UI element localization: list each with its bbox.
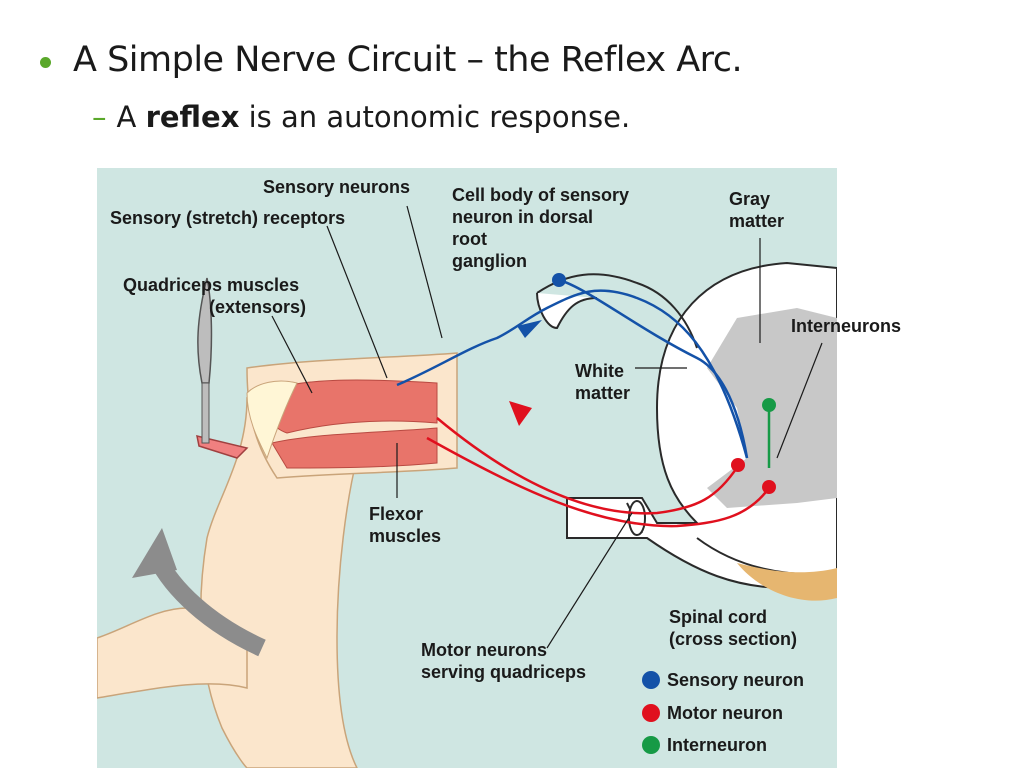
label-stretch-receptors: Sensory (stretch) receptors xyxy=(110,208,345,228)
sub-prefix: A xyxy=(116,100,146,134)
motor-cell-body-b xyxy=(762,480,776,494)
reflex-hammer-icon xyxy=(196,277,249,459)
flexor-muscle xyxy=(271,427,438,469)
label-motor-neurons-2: serving quadriceps xyxy=(421,662,586,682)
bullet-dot-icon xyxy=(40,56,51,68)
legend-dot-sensory xyxy=(642,671,660,689)
motor-neuron-path xyxy=(426,401,776,528)
legend-label-sensory: Sensory neuron xyxy=(667,670,804,690)
label-cell-body-4: ganglion xyxy=(452,251,527,271)
label-cell-body-1: Cell body of sensory xyxy=(452,185,629,205)
label-spinal-cord-2: (cross section) xyxy=(669,629,797,649)
title-bullet: A Simple Nerve Circuit – the Reflex Arc. xyxy=(40,40,743,80)
interneuron-path xyxy=(762,398,776,468)
legend-dots xyxy=(642,671,660,754)
sensory-neuron-path xyxy=(396,273,749,459)
ventral-root-end xyxy=(628,500,646,536)
label-quadriceps-1: Quadriceps muscles xyxy=(123,275,299,295)
legend-dot-motor xyxy=(642,704,660,722)
label-interneurons: Interneurons xyxy=(791,316,902,336)
reflex-arc-figure: Sensory neurons Sensory (stretch) recept… xyxy=(97,168,837,768)
sub-bullet: – A reflex is an autonomic response. xyxy=(92,100,630,134)
label-quadriceps-2: (extensors) xyxy=(209,297,306,317)
leg xyxy=(97,352,458,768)
label-spinal-cord-1: Spinal cord xyxy=(669,607,767,627)
legend-label-interneuron: Interneuron xyxy=(667,735,767,755)
label-white-matter-1: White xyxy=(575,361,624,381)
kneecap xyxy=(246,380,298,460)
label-motor-neurons-1: Motor neurons xyxy=(421,640,547,660)
motor-cell-body-a xyxy=(731,458,745,472)
motion-arrow-icon xyxy=(132,528,266,657)
sub-bullet-text: A reflex is an autonomic response. xyxy=(117,100,631,134)
interneuron-cell-body xyxy=(762,398,776,412)
legend-dot-interneuron xyxy=(642,736,660,754)
label-cell-body-3: root xyxy=(452,229,487,249)
sub-bullet-dash: – xyxy=(92,100,107,134)
label-gray-matter-2: matter xyxy=(729,211,784,231)
slide-title: A Simple Nerve Circuit – the Reflex Arc. xyxy=(73,40,743,80)
dorsal-root-ganglion xyxy=(536,292,598,330)
label-flexor-1: Flexor xyxy=(369,504,423,524)
reflex-arc-diagram: Sensory neurons Sensory (stretch) recept… xyxy=(97,168,837,768)
label-white-matter-2: matter xyxy=(575,383,630,403)
label-gray-matter-1: Gray xyxy=(729,189,770,209)
sub-suffix: is an autonomic response. xyxy=(239,100,631,134)
sub-bold-term: reflex xyxy=(145,100,240,134)
label-flexor-2: muscles xyxy=(369,526,441,546)
legend-label-motor: Motor neuron xyxy=(667,703,783,723)
meninges xyxy=(737,563,837,601)
label-sensory-neurons: Sensory neurons xyxy=(263,177,410,197)
leader-lines xyxy=(271,205,823,649)
label-cell-body-2: neuron in dorsal xyxy=(452,207,593,227)
